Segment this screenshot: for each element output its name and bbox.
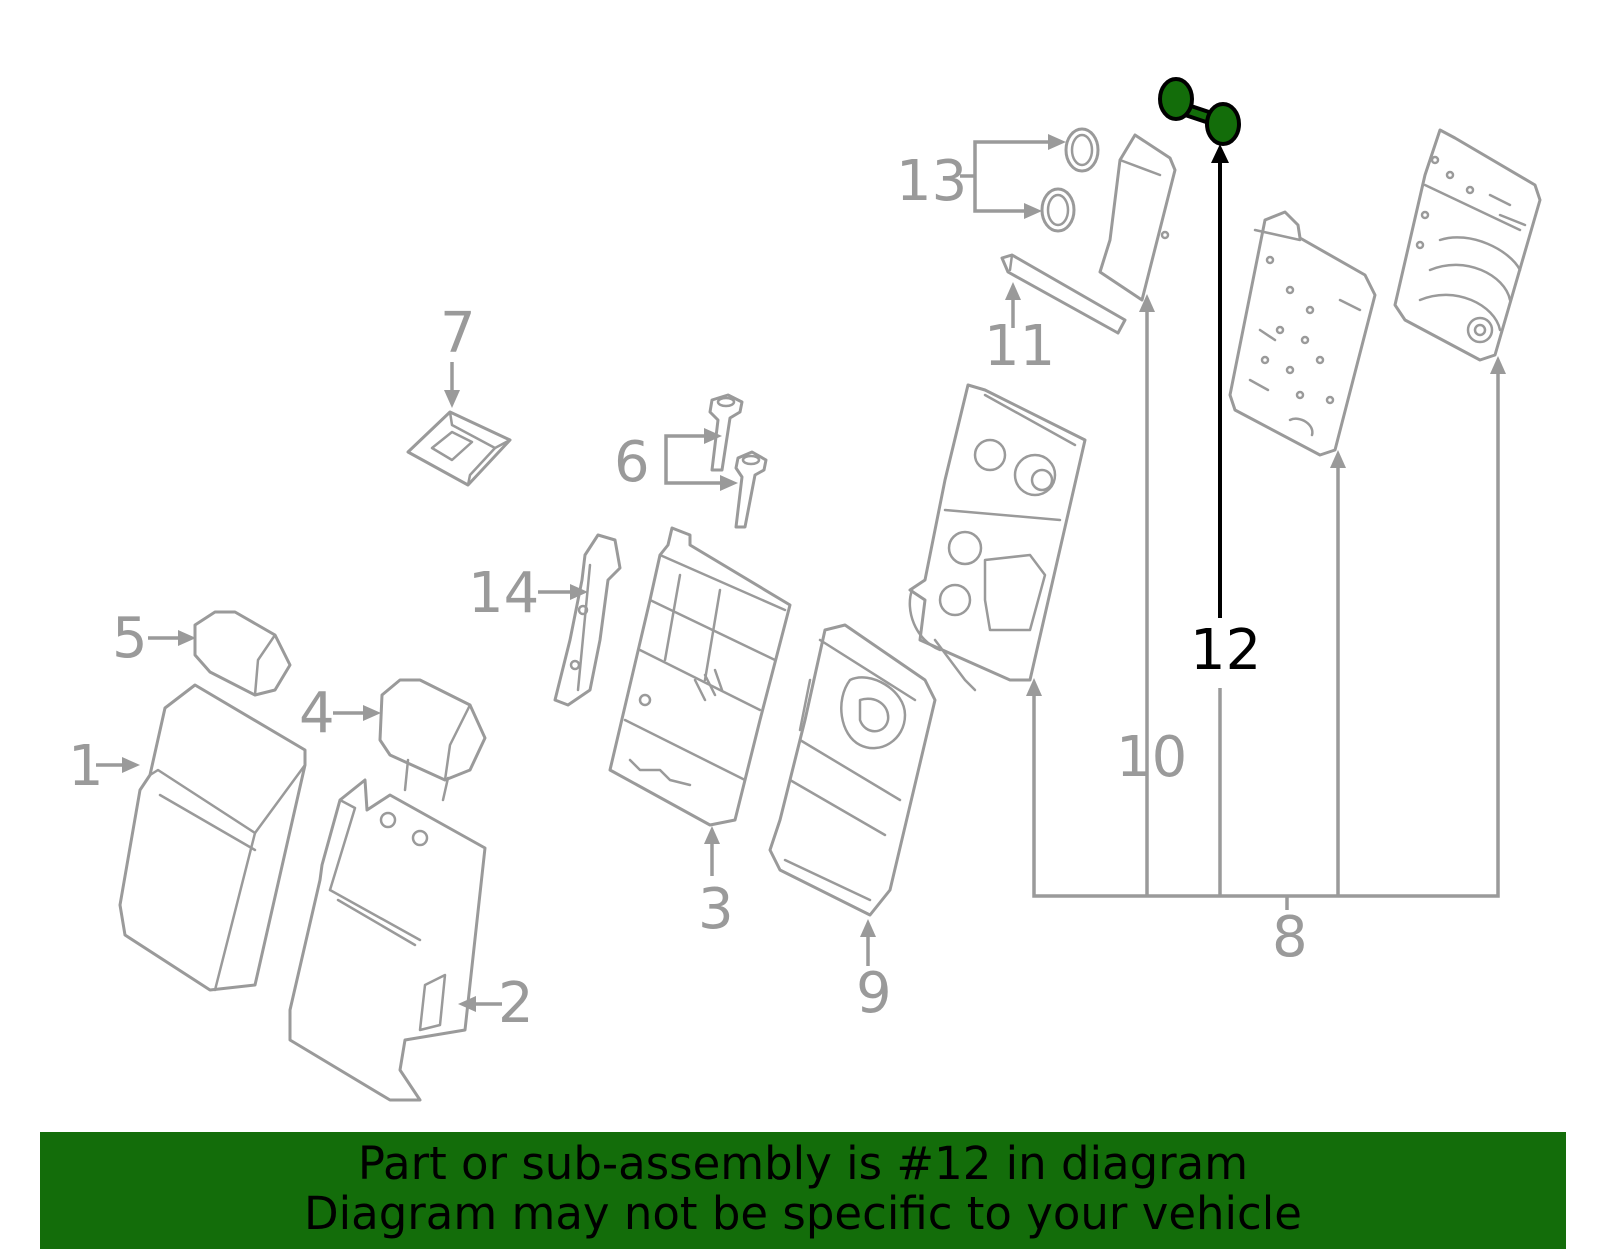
part-11-trim-strip[interactable] — [1000, 253, 1127, 335]
banner-line-part-number: Part or sub-assembly is #12 in diagram — [357, 1137, 1249, 1190]
callout-10: 10 — [1116, 725, 1187, 790]
callout-2: 2 — [498, 971, 534, 1036]
callout-11: 11 — [984, 314, 1055, 379]
part-9-rear-panel[interactable] — [768, 623, 937, 917]
part-10-cover-panel[interactable] — [1098, 133, 1177, 302]
part-3-seatback-frame[interactable] — [608, 526, 792, 827]
leader-lines — [96, 134, 1506, 1012]
part-13-rings[interactable] — [1040, 127, 1100, 233]
callout-5: 5 — [112, 606, 148, 671]
callout-7: 7 — [440, 301, 476, 366]
banner-line-disclaimer: Diagram may not be specific to your vehi… — [304, 1187, 1302, 1240]
part-6-guides[interactable] — [708, 393, 768, 529]
callout-3: 3 — [698, 877, 734, 942]
part-12-highlighted[interactable] — [1158, 77, 1241, 146]
part-1-seatback-cushion[interactable] — [118, 683, 307, 992]
part-8-middle-panel[interactable] — [1228, 210, 1377, 457]
callout-labels: 1 2 3 4 5 6 7 8 9 10 11 12 13 14 — [68, 149, 1308, 1036]
part-8-back-panel[interactable] — [1393, 128, 1542, 362]
part-5-headrest-left[interactable] — [193, 610, 292, 697]
callout-14: 14 — [468, 561, 539, 626]
callout-4: 4 — [299, 681, 335, 746]
info-banner: Part or sub-assembly is #12 in diagram D… — [40, 1132, 1566, 1249]
part-4-headrest-center[interactable] — [378, 678, 487, 802]
part-8-armrest-housing[interactable] — [908, 383, 1087, 692]
callout-9: 9 — [856, 961, 892, 1026]
callout-6: 6 — [614, 430, 650, 495]
callout-12: 12 — [1190, 618, 1261, 683]
callout-1: 1 — [68, 734, 104, 799]
part-7-bezel[interactable] — [406, 410, 512, 487]
part-2-seatback-panel[interactable] — [288, 778, 487, 1102]
part-14-hinge-bracket[interactable] — [553, 533, 622, 707]
callout-13: 13 — [896, 149, 967, 214]
callout-8: 8 — [1272, 905, 1308, 970]
